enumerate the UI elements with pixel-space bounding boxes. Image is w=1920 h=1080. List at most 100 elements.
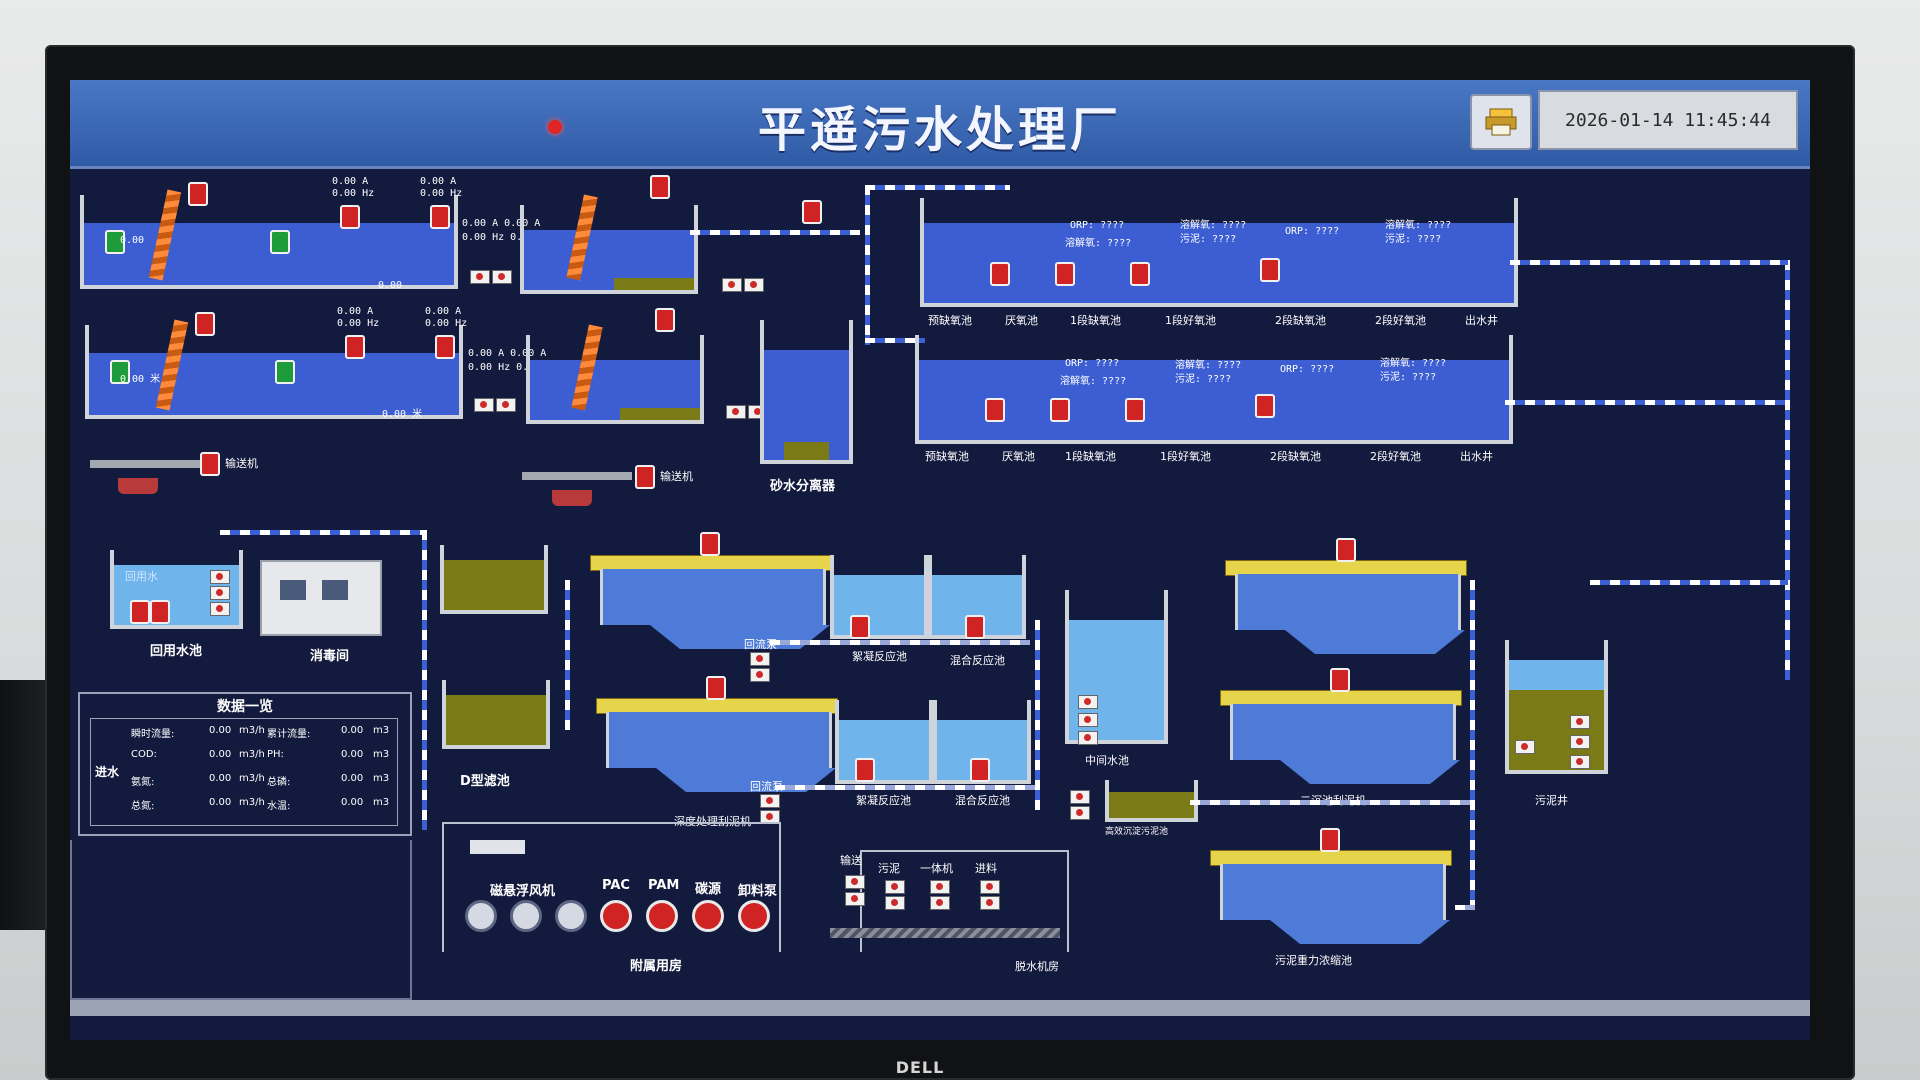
aao1-pump-1[interactable]	[990, 262, 1010, 286]
reuse-pump-2[interactable]	[150, 600, 170, 624]
grit-pump-2[interactable]	[744, 278, 764, 292]
fine-screen-tank-2	[526, 335, 704, 424]
sludge-well-pump-3[interactable]	[1570, 735, 1590, 749]
mixer-2[interactable]	[430, 205, 450, 229]
screen-motor-2[interactable]	[195, 312, 215, 336]
blower-2-icon[interactable]	[510, 900, 542, 932]
reuse-valve-3[interactable]	[210, 602, 230, 616]
dewater-pump-6[interactable]	[930, 896, 950, 910]
aao2-sludge-4: 污泥: ????	[1380, 372, 1437, 383]
pipe-aao-mid	[865, 338, 925, 343]
dewater-pump-1[interactable]	[845, 875, 865, 889]
aao1-pump-4[interactable]	[1260, 258, 1280, 282]
mid-pool-pump-1[interactable]	[1078, 695, 1098, 709]
return-pump-2a[interactable]	[760, 794, 780, 808]
secondary-clarifier-2-motor[interactable]	[1330, 668, 1350, 692]
unload-label: 卸料泵	[738, 884, 778, 899]
pam-pump-icon[interactable]	[646, 900, 678, 932]
aao2-pump-1[interactable]	[985, 398, 1005, 422]
coag-2-mixer[interactable]	[855, 758, 875, 782]
aao1-pump-2[interactable]	[1055, 262, 1075, 286]
pac-pump-icon[interactable]	[600, 900, 632, 932]
reuse-pump-1[interactable]	[130, 600, 150, 624]
pipe-outlet-top	[1510, 260, 1788, 265]
fine-screen-motor-2[interactable]	[655, 308, 675, 332]
fine-screen-motor-1[interactable]	[650, 175, 670, 199]
gravity-thickener-motor[interactable]	[1320, 828, 1340, 852]
d-filter-label: D型滤池	[460, 774, 510, 789]
mid-pool-pump-3[interactable]	[1078, 731, 1098, 745]
fine-screen-tank-1	[520, 205, 698, 294]
mid-pool-pump-2[interactable]	[1078, 713, 1098, 727]
conveyor-motor-2[interactable]	[635, 465, 655, 489]
valve-3[interactable]	[110, 360, 130, 384]
aao2-tank-5: 2段缺氧池	[1270, 450, 1321, 463]
dewater-pump-8[interactable]	[980, 896, 1000, 910]
pipe-mid-down	[1035, 620, 1040, 810]
secondary-clarifier-1-motor[interactable]	[1336, 538, 1356, 562]
mix-1-mixer[interactable]	[965, 615, 985, 639]
grit-pump-1[interactable]	[722, 278, 742, 292]
aao1-tank-5: 2段缺氧池	[1275, 314, 1326, 327]
lift-pump-3[interactable]	[474, 398, 494, 412]
dewater-pump-7[interactable]	[980, 880, 1000, 894]
deep-clarifier-1-motor[interactable]	[700, 532, 720, 556]
pipe-filter-right	[565, 580, 570, 730]
deep-clarifier-2-motor[interactable]	[706, 676, 726, 700]
screen-motor-1[interactable]	[188, 182, 208, 206]
mixer-3[interactable]	[345, 335, 365, 359]
valve-4[interactable]	[275, 360, 295, 384]
pipe-feed-aao	[865, 185, 870, 345]
valve-2[interactable]	[270, 230, 290, 254]
mix-2-mixer[interactable]	[970, 758, 990, 782]
mixer-4[interactable]	[435, 335, 455, 359]
blower-3-icon[interactable]	[555, 900, 587, 932]
coag-tank-1	[830, 555, 928, 639]
lift-pump-2[interactable]	[492, 270, 512, 284]
aao1-tank-4: 1段好氧池	[1165, 314, 1216, 327]
hi-eff-pump-1[interactable]	[1070, 790, 1090, 804]
conveyor-motor-1[interactable]	[200, 452, 220, 476]
dewater-pump-3[interactable]	[885, 880, 905, 894]
aao1-do-1: 溶解氧: ????	[1065, 238, 1132, 249]
unload-pump-icon[interactable]	[738, 900, 770, 932]
blower-1-icon[interactable]	[465, 900, 497, 932]
reuse-valve-2[interactable]	[210, 586, 230, 600]
inlet-label: 进水	[95, 765, 120, 779]
alarm-indicator-icon[interactable]	[548, 120, 562, 134]
dewater-pump-2[interactable]	[845, 892, 865, 906]
header-bar: 平遥污水处理厂 2026-01-14 11:45:44	[70, 80, 1810, 169]
dewater-pump-4[interactable]	[885, 896, 905, 910]
return-pump-1a[interactable]	[750, 652, 770, 666]
printer-button[interactable]	[1470, 94, 1532, 150]
sludge-well-pump-1[interactable]	[1515, 740, 1535, 754]
return-pump-1b[interactable]	[750, 668, 770, 682]
aao2-pump-3[interactable]	[1125, 398, 1145, 422]
lift-pump-4[interactable]	[496, 398, 516, 412]
aao2-do-4: 溶解氧: ????	[1380, 358, 1447, 369]
coag-1-mixer[interactable]	[850, 615, 870, 639]
carbon-pump-icon[interactable]	[692, 900, 724, 932]
aao2-do-1: 溶解氧: ????	[1060, 376, 1127, 387]
mixer-1[interactable]	[340, 205, 360, 229]
lift-pump-1[interactable]	[470, 270, 490, 284]
valve-1[interactable]	[105, 230, 125, 254]
hi-eff-pump-2[interactable]	[1070, 806, 1090, 820]
reuse-valve-1[interactable]	[210, 570, 230, 584]
aao2-pump-4[interactable]	[1255, 394, 1275, 418]
aao1-pump-3[interactable]	[1130, 262, 1150, 286]
header-pump-1[interactable]	[802, 200, 822, 224]
sludge-well-pump-2[interactable]	[1570, 715, 1590, 729]
aao2-orp-1: ORP: ????	[1065, 358, 1120, 369]
sludge-well-pump-4[interactable]	[1570, 755, 1590, 769]
aao2-pump-2[interactable]	[1050, 398, 1070, 422]
blower-label: 磁悬浮风机	[490, 884, 556, 899]
secondary-clarifier-1	[1225, 560, 1467, 660]
screen-bottom-scrollbar[interactable]	[70, 1000, 1810, 1016]
coag-tank-2	[835, 700, 933, 784]
grit-pump-3[interactable]	[726, 405, 746, 419]
dewater-feed-label: 进料	[975, 862, 997, 875]
dewater-pump-5[interactable]	[930, 880, 950, 894]
